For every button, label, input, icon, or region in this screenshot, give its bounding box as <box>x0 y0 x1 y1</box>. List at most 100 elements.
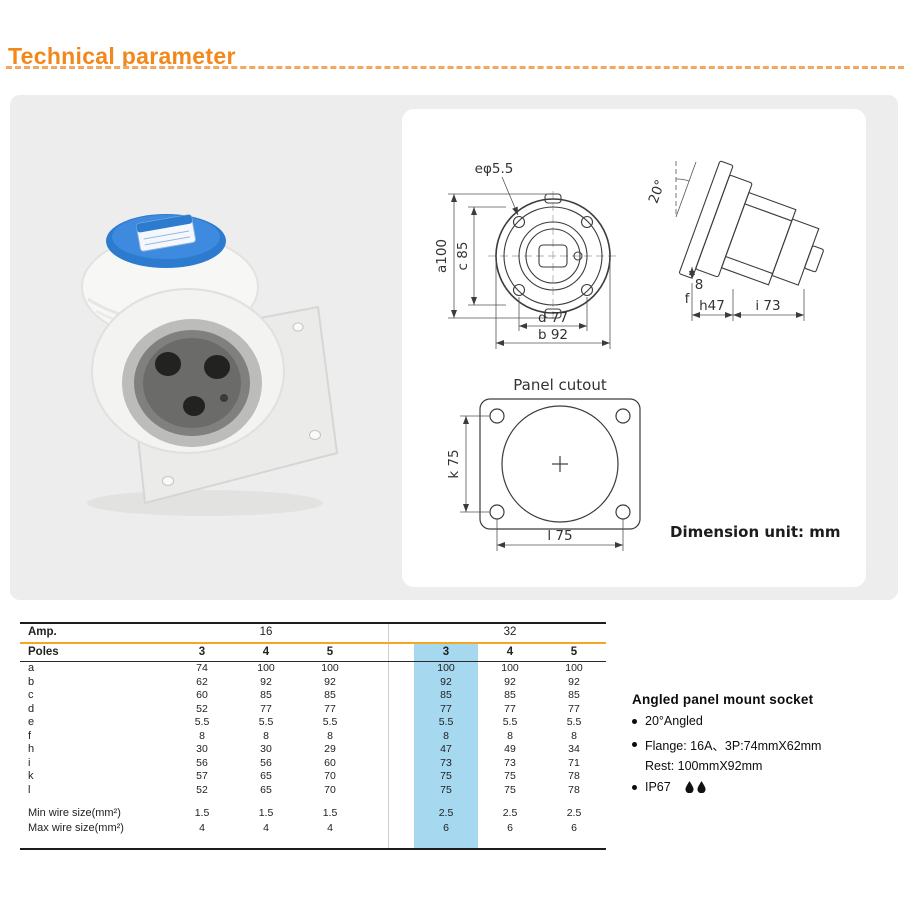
group-divider <box>362 623 414 644</box>
amp-group-16: 16 <box>170 623 362 644</box>
group-divider <box>362 675 414 689</box>
product-info-title: Angled panel mount socket <box>632 692 814 707</box>
cell-value: 56 <box>260 756 272 769</box>
cell-value: 74 <box>196 662 208 675</box>
dim-label-c: c 85 <box>455 242 471 271</box>
cell-value: 85 <box>504 689 516 702</box>
group-divider <box>362 729 414 743</box>
cell-value: 73 <box>414 756 478 770</box>
cell-value: 78 <box>568 770 580 783</box>
row-label: c <box>28 689 34 702</box>
dim-label-a: a100 <box>434 239 450 273</box>
cell-value: 100 <box>321 662 339 675</box>
cell-value: 6 <box>507 822 513 835</box>
group-divider <box>362 756 414 770</box>
dim-label-b: b 92 <box>538 327 568 343</box>
cell-value: 75 <box>414 783 478 797</box>
cell-value: 30 <box>196 743 208 756</box>
cell-value: 5.5 <box>322 716 338 729</box>
group-divider <box>362 797 414 821</box>
front-view-drawing <box>488 191 618 321</box>
panel-cutout-drawing <box>479 398 641 530</box>
row-label: h <box>28 743 35 756</box>
technical-panel: eφ5.5 a100 c 85 d 77 b 92 <box>10 95 898 600</box>
photo-shadow <box>87 490 323 516</box>
info-line-flange: Flange: 16A、3P:74mmX62mm <box>632 735 902 754</box>
cell-value: 77 <box>568 702 580 715</box>
info-line-angle: 20°Angled <box>632 714 902 728</box>
cell-value: 65 <box>260 770 272 783</box>
row-label: a <box>28 662 35 675</box>
side-view-dimensions <box>675 161 805 321</box>
group-divider <box>362 643 414 662</box>
cell-value: 71 <box>568 756 580 769</box>
cell-value: 49 <box>504 743 516 756</box>
row-label: b <box>28 675 35 688</box>
cell-value: 77 <box>504 702 516 715</box>
cell-value: 4 <box>263 822 269 835</box>
cell-value: 100 <box>414 661 478 676</box>
cell-value: 75 <box>414 770 478 784</box>
cell-value: 47 <box>414 743 478 757</box>
poles-label: Poles <box>20 643 170 662</box>
poles-value: 5 <box>298 643 362 662</box>
bullet-icon <box>632 718 637 724</box>
row-label: l <box>28 783 31 796</box>
poles-value: 3 <box>170 643 234 662</box>
row-label: d <box>28 702 35 715</box>
dim-label-h: h47 <box>699 298 725 314</box>
group-divider <box>362 702 414 716</box>
cell-value: 52 <box>196 783 208 796</box>
cell-value: 85 <box>414 689 478 703</box>
dim-label-f: f <box>685 291 691 307</box>
cell-value: 8 <box>571 729 577 742</box>
row-label: k <box>28 770 34 783</box>
cell-value: 77 <box>414 702 478 716</box>
cell-value: 92 <box>504 675 516 688</box>
cell-value: 5.5 <box>194 716 210 729</box>
row-label: Max wire size(mm²) <box>28 821 124 834</box>
cell-value: 85 <box>260 689 272 702</box>
product-photo <box>81 214 338 516</box>
cell-value: 100 <box>565 662 583 675</box>
cell-value: 8 <box>507 729 513 742</box>
panel-cutout-title: Panel cutout <box>513 376 607 394</box>
cap-label-sticker <box>135 214 197 252</box>
cell-value: 2.5 <box>502 807 518 820</box>
info-flange-rest-text: Rest: 100mmX92mm <box>645 759 763 773</box>
cell-value: 85 <box>324 689 336 702</box>
cell-value: 85 <box>568 689 580 702</box>
group-divider <box>362 743 414 757</box>
cell-value: 1.5 <box>194 807 210 820</box>
front-view-dimensions <box>448 176 611 349</box>
group-divider <box>362 783 414 797</box>
cell-value: 5.5 <box>502 716 518 729</box>
cell-value: 5.5 <box>566 716 582 729</box>
cell-value: 34 <box>568 743 580 756</box>
cell-value: 100 <box>257 662 275 675</box>
cell-value: 92 <box>324 675 336 688</box>
water-drop-icon <box>685 781 694 793</box>
group-divider <box>362 689 414 703</box>
protective-cap <box>106 214 226 268</box>
info-line-ip: IP67 <box>632 780 902 794</box>
side-view-drawing <box>678 160 824 286</box>
poles-value: 4 <box>478 643 542 662</box>
cell-value: 78 <box>568 783 580 796</box>
dim-label-i: i 73 <box>755 298 780 314</box>
socket-pin-holes <box>155 352 230 416</box>
cell-value: 65 <box>260 783 272 796</box>
